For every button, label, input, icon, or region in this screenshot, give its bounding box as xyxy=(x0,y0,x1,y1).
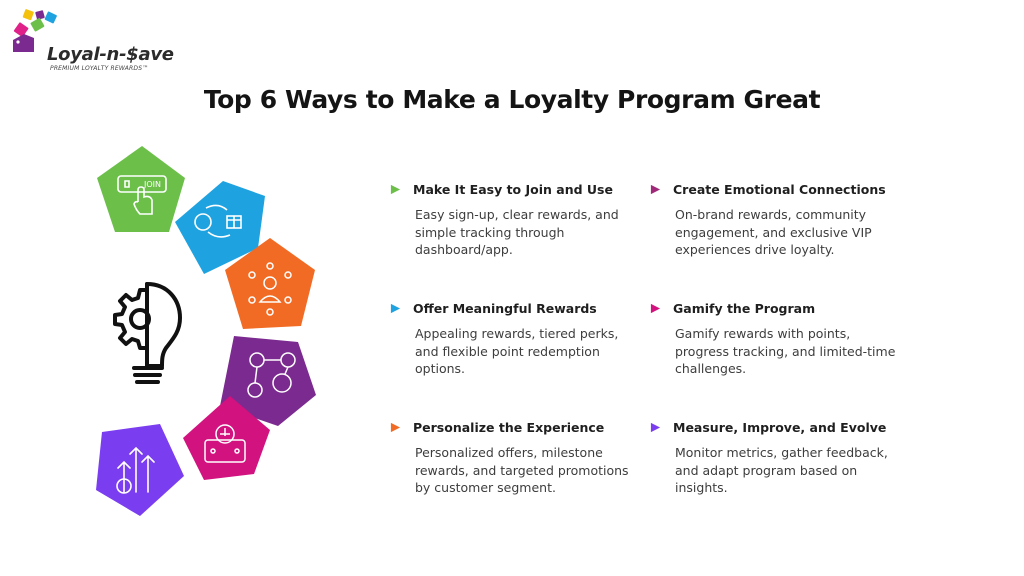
item-description: On-brand rewards, community engagement, … xyxy=(675,207,872,257)
page-title: Top 6 Ways to Make a Loyalty Program Gre… xyxy=(203,85,821,114)
item-gamify: Gamify the Program Gamify rewards with p… xyxy=(650,301,900,378)
item-title: Make It Easy to Join and Use xyxy=(413,182,613,197)
gear-bulb-icon xyxy=(113,282,182,384)
join-label: JOIN xyxy=(143,180,161,189)
price-tags-icon xyxy=(13,9,57,52)
bullet-arrow-icon xyxy=(650,422,661,433)
item-title: Gamify the Program xyxy=(673,301,816,316)
emotion-faces-icon xyxy=(247,352,296,398)
customer-network-icon xyxy=(248,262,292,316)
item-title: Offer Meaningful Rewards xyxy=(413,301,597,316)
bullet-arrow-icon xyxy=(650,303,661,314)
join-pentagon: JOIN xyxy=(97,146,185,232)
measure-pentagon xyxy=(96,424,184,516)
item-description: Easy sign-up, clear rewards, and simple … xyxy=(415,207,619,257)
bullet-arrow-icon xyxy=(390,303,401,314)
item-personalize: Personalize the Experience Personalized … xyxy=(390,420,640,497)
emotional-pentagon xyxy=(220,336,316,426)
gamify-pentagon xyxy=(183,396,270,480)
item-title: Create Emotional Connections xyxy=(673,182,886,197)
item-meaningful-rewards: Offer Meaningful Rewards Appealing rewar… xyxy=(390,301,640,378)
item-description: Personalized offers, milestone rewards, … xyxy=(415,445,629,495)
item-description: Appealing rewards, tiered perks, and fle… xyxy=(415,326,619,376)
bullet-arrow-icon xyxy=(650,184,661,195)
brand-tagline: PREMIUM LOYALTY REWARDS™ xyxy=(50,65,149,72)
item-description: Gamify rewards with points, progress tra… xyxy=(675,326,896,376)
join-button-icon xyxy=(117,175,167,215)
brand-name: Loyal-n-$ave xyxy=(47,44,174,65)
loyalty-pentagon-graphic: JOIN xyxy=(96,146,316,516)
bullet-arrow-icon xyxy=(390,184,401,195)
growth-arrows-icon xyxy=(116,446,155,494)
brand-logo: Loyal-n-$ave PREMIUM LOYALTY REWARDS™ xyxy=(10,8,174,72)
bullet-arrow-icon xyxy=(390,422,401,433)
item-measure: Measure, Improve, and Evolve Monitor met… xyxy=(650,420,900,497)
item-emotional: Create Emotional Connections On-brand re… xyxy=(650,182,900,259)
personalize-pentagon xyxy=(225,238,315,329)
rewards-pentagon xyxy=(175,181,265,274)
item-description: Monitor metrics, gather feedback, and ad… xyxy=(675,445,888,495)
gift-exchange-icon xyxy=(194,204,242,238)
item-title: Personalize the Experience xyxy=(413,420,605,435)
game-dashboard-icon xyxy=(204,424,246,463)
item-title: Measure, Improve, and Evolve xyxy=(673,420,887,435)
item-easy-join: Make It Easy to Join and Use Easy sign-u… xyxy=(390,182,640,259)
